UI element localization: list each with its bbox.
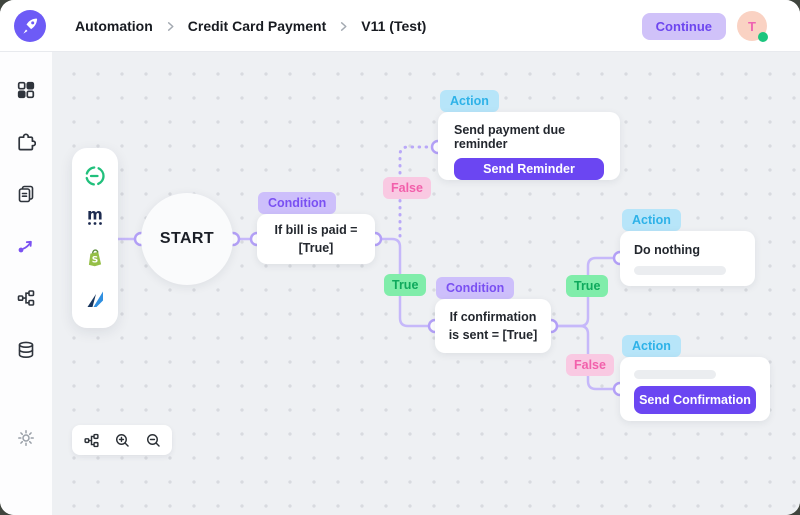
dashboard-icon[interactable] [14,78,38,102]
action2-badge: Action [622,209,681,231]
shopify-icon[interactable]: S [82,246,108,272]
condition2-text-line1: If confirmation [449,309,537,324]
branch-chip-false-1: False [383,177,431,199]
chevron-right-icon [165,21,176,32]
integrations-puzzle-icon[interactable] [14,130,38,154]
breadcrumb-item-automation[interactable]: Automation [75,18,153,34]
action1-node[interactable]: Send payment due reminder Send Reminder [438,112,620,180]
breadcrumb-item-version[interactable]: V11 (Test) [361,18,427,34]
flow-canvas[interactable]: m S START Condition If bi [52,52,800,515]
condition1-node[interactable]: If bill is paid = [True] [257,214,375,264]
database-icon[interactable] [14,338,38,362]
action3-badge: Action [622,335,681,357]
placeholder-bar [634,370,716,379]
action2-title: Do nothing [634,243,700,257]
topbar: Automation Credit Card Payment V11 (Test… [0,0,800,52]
zoom-out-icon[interactable] [141,428,165,452]
fit-view-icon[interactable] [79,428,103,452]
svg-text:S: S [92,255,98,265]
condition1-text-line1: If bill is paid = [274,222,358,237]
action1-title: Send payment due reminder [454,123,566,151]
branch-chip-false-2: False [566,354,614,376]
sail-app-icon[interactable] [82,287,108,313]
start-node[interactable]: START [141,193,233,285]
documents-icon[interactable] [14,182,38,206]
start-node-label: START [159,230,215,247]
branch-chip-true-1: True [384,274,427,296]
action3-node[interactable]: Send Confirmation [620,357,770,421]
settings-gear-icon[interactable] [16,428,36,453]
condition2-node[interactable]: If confirmation is sent = [True] [435,299,551,353]
integrations-panel: m S [72,148,118,328]
online-status-dot [758,32,768,42]
workflow-route-icon[interactable] [14,234,38,258]
send-reminder-button[interactable]: Send Reminder [454,158,604,180]
m-dot-app-icon[interactable]: m [82,204,108,230]
condition1-badge: Condition [258,192,337,214]
condition1-text-line2: [True] [298,241,334,255]
app-logo-icon[interactable] [13,9,47,43]
breadcrumb: Automation Credit Card Payment V11 (Test… [75,0,426,52]
condition2-badge: Condition [436,277,515,299]
placeholder-bar [634,266,726,275]
branch-chip-true-2: True [566,275,609,297]
chevron-right-icon [338,21,349,32]
action1-badge: Action [440,90,499,112]
avatar-initial: T [748,18,756,34]
sitemap-icon[interactable] [14,286,38,310]
action2-node[interactable]: Do nothing [620,231,755,286]
send-confirmation-button[interactable]: Send Confirmation [634,386,756,414]
condition2-text-line2: is sent = [True] [448,328,538,342]
breadcrumb-item-credit-card-payment[interactable]: Credit Card Payment [187,18,327,34]
svg-text:m: m [87,206,103,224]
dashed-circle-app-icon[interactable] [82,163,108,189]
canvas-toolbar [72,425,172,455]
avatar[interactable]: T [737,11,768,42]
zoom-in-icon[interactable] [110,428,134,452]
continue-button[interactable]: Continue [641,13,726,40]
sidebar-rail [0,52,52,515]
